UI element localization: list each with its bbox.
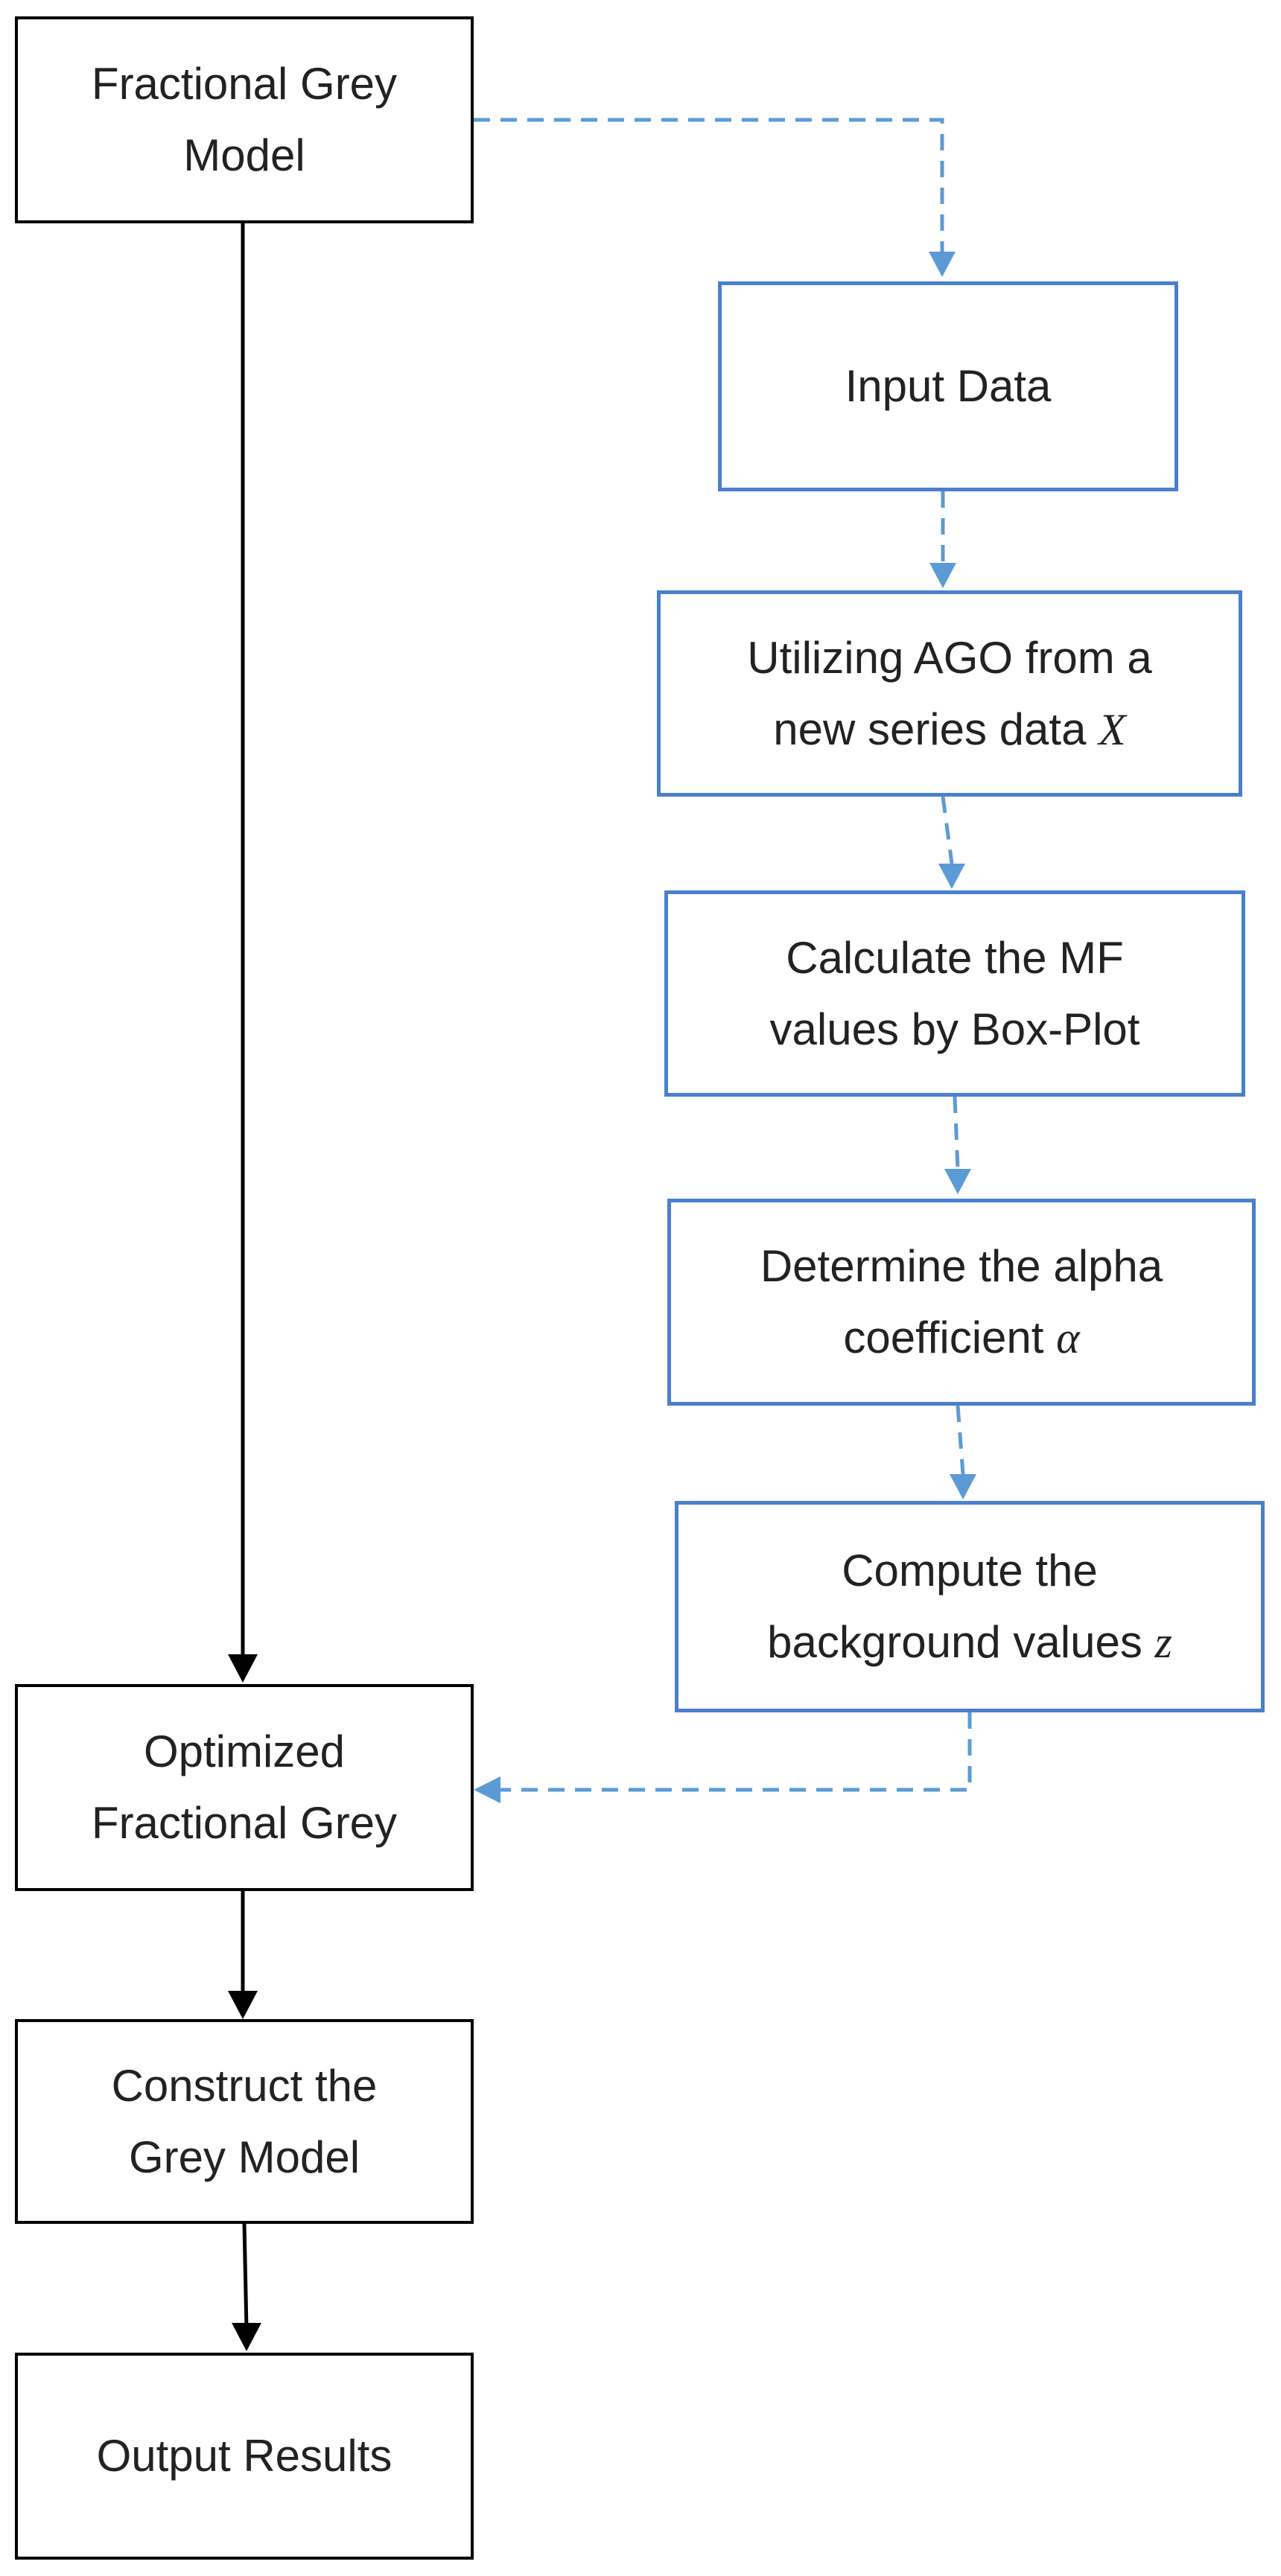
- node-label-line1: Utilizing AGO from a: [747, 632, 1152, 683]
- node-label-line1: Output Results: [96, 2431, 392, 2481]
- edge-input-to-utilizing: [929, 491, 956, 588]
- node-fractional-grey-model: Fractional Grey Model: [15, 16, 474, 223]
- node-label-line1: Optimized: [143, 1727, 346, 1776]
- node-label-line2: Model: [183, 130, 305, 180]
- node-compute-background: Compute the background values z: [675, 1501, 1265, 1712]
- node-label-line1: Calculate the MF: [786, 932, 1124, 983]
- edge-model-to-optimized: [228, 223, 258, 1683]
- node-calculate-mf: Calculate the MF values by Box-Plot: [664, 890, 1245, 1097]
- node-label-line2: Grey Model: [128, 2132, 360, 2182]
- node-construct-grey-model: Construct the Grey Model: [15, 2019, 474, 2224]
- node-label-line2: values by Box-Plot: [769, 1004, 1140, 1054]
- edge-calculate-to-determine: [944, 1096, 971, 1194]
- node-label-line1: Construct the: [111, 2060, 378, 2111]
- node-label-line1: Fractional Grey: [91, 59, 398, 109]
- node-output-results: Output Results: [15, 2353, 474, 2560]
- node-utilizing-ago: Utilizing AGO from a new series data X: [657, 590, 1242, 797]
- node-input-data: Input Data: [718, 281, 1178, 491]
- node-label-line1: Compute the: [842, 1546, 1098, 1595]
- variable-alpha: α: [1056, 1313, 1080, 1362]
- edge-utilizing-to-calculate: [938, 796, 965, 889]
- node-determine-alpha: Determine the alpha coefficient α: [667, 1199, 1256, 1406]
- edge-compute-to-optimized: [474, 1712, 972, 1803]
- node-label-line1: Input Data: [845, 361, 1052, 411]
- node-label-line2: Fractional Grey: [91, 1798, 398, 1848]
- node-label-line2: coefficient: [843, 1313, 1044, 1362]
- node-optimized-fractional-grey: Optimized Fractional Grey: [15, 1684, 474, 1891]
- node-label-line2: new series data: [773, 704, 1087, 754]
- variable-z: z: [1154, 1618, 1172, 1667]
- edge-determine-to-compute: [950, 1405, 976, 1499]
- edge-optimized-to-construct: [228, 1891, 258, 2019]
- node-label-line2: background values: [767, 1617, 1142, 1667]
- node-label-line1: Determine the alpha: [760, 1241, 1163, 1291]
- edge-model-to-input: [474, 118, 956, 277]
- variable-x: X: [1099, 704, 1126, 754]
- edge-construct-to-output: [232, 2223, 261, 2351]
